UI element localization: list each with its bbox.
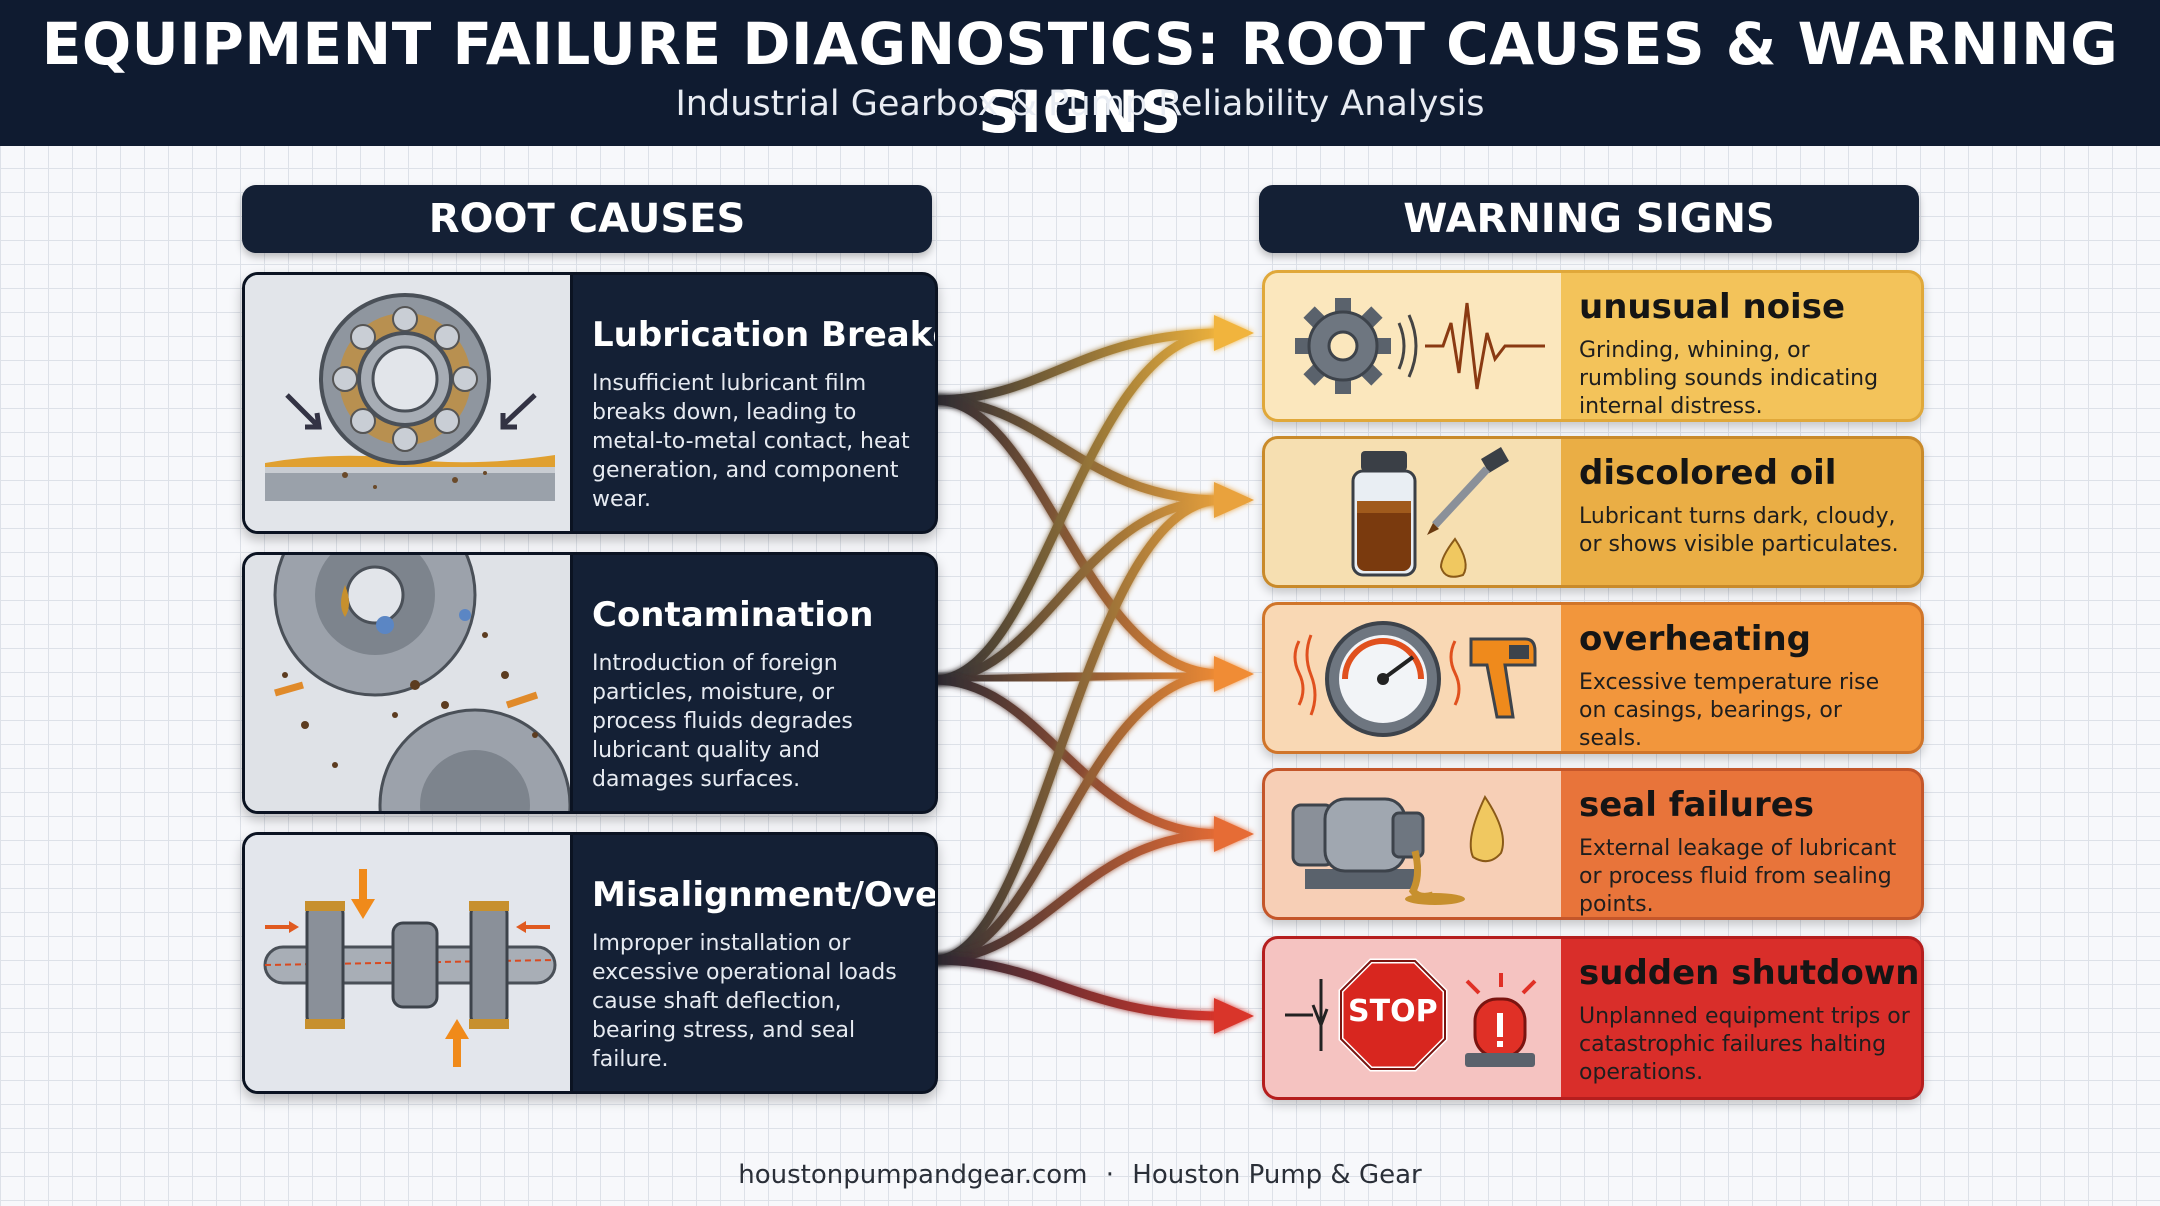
footer-company: Houston Pump & Gear — [1132, 1160, 1422, 1190]
oil-sample-icon — [1265, 439, 1561, 585]
sign-description: Grinding, whining, or rumbling sounds in… — [1579, 338, 1879, 419]
root-causes-header: ROOT CAUSES — [242, 185, 932, 253]
connector-1-0 — [929, 328, 1227, 685]
cause-title: Lubrication Breakdown — [592, 315, 935, 355]
footer-website: houstonpumpandgear.com — [738, 1160, 1088, 1190]
cause-card-misalignment-overload: Misalignment/Overload Improper installat… — [242, 832, 938, 1094]
connector-1-2 — [929, 669, 1227, 685]
sign-card-discolored-oil: discolored oil Lubricant turns dark, clo… — [1262, 436, 1924, 588]
sign-title: seal failures — [1579, 785, 1815, 825]
connector-2-1 — [929, 495, 1227, 965]
cause-title: Contamination — [592, 595, 874, 635]
page-subtitle: Industrial Gearbox & Pump Reliability An… — [675, 84, 1485, 124]
sign-description: Lubricant turns dark, cloudy, or shows v… — [1579, 504, 1899, 557]
connector-1-3 — [929, 675, 1227, 839]
temperature-gauge-icon — [1265, 605, 1561, 751]
sign-card-seal-failures: seal failures External leakage of lubric… — [1262, 768, 1924, 920]
leaking-pump-icon — [1265, 771, 1561, 917]
ball-bearing-icon — [245, 275, 573, 531]
connector-1-1 — [929, 495, 1227, 685]
cause-card-lubrication-breakdown: Lubrication Breakdown Insufficient lubri… — [242, 272, 938, 534]
sign-title: discolored oil — [1579, 453, 1837, 493]
connector-2-4 — [929, 955, 1227, 1021]
sign-card-sudden-shutdowns: STOP sudden shutdowns Unplanned equipmen… — [1262, 936, 1924, 1100]
sign-title: overheating — [1579, 619, 1812, 659]
cause-description: Introduction of foreign particles, moist… — [592, 651, 853, 792]
sign-description: Excessive temperature rise on casings, b… — [1579, 670, 1880, 751]
footer-separator: · — [1105, 1160, 1115, 1190]
sign-title: unusual noise — [1579, 287, 1846, 327]
cause-title: Misalignment/Overload — [592, 875, 938, 915]
sign-card-unusual-noise: unusual noise Grinding, whining, or rumb… — [1262, 270, 1924, 422]
cause-description: Improper installation or excessive opera… — [592, 931, 897, 1072]
arrowhead-4 — [1214, 998, 1254, 1034]
sign-description: External leakage of lubricant or process… — [1579, 836, 1897, 917]
arrowhead-1 — [1214, 482, 1254, 518]
cause-card-contamination: Contamination Introduction of foreign pa… — [242, 552, 938, 814]
cause-description: Insufficient lubricant film breaks down,… — [592, 371, 910, 512]
meshing-gears-icon — [245, 555, 573, 811]
stop-sign-icon: STOP — [1265, 939, 1561, 1097]
sign-card-overheating: overheating Excessive temperature rise o… — [1262, 602, 1924, 754]
stop-sign-label: STOP — [1348, 994, 1438, 1029]
page-title: EQUIPMENT FAILURE DIAGNOSTICS: ROOT CAUS… — [41, 10, 2119, 146]
sign-title: sudden shutdowns — [1579, 953, 1924, 993]
arrowhead-2 — [1214, 656, 1254, 692]
connector-0-2 — [929, 395, 1227, 679]
header-banner: EQUIPMENT FAILURE DIAGNOSTICS: ROOT CAUS… — [0, 0, 2160, 146]
connector-0-1 — [929, 395, 1227, 505]
arrowhead-3 — [1214, 816, 1254, 852]
arrowhead-0 — [1214, 315, 1254, 351]
gear-soundwave-icon — [1265, 273, 1561, 419]
sign-description: Unplanned equipment trips or catastrophi… — [1579, 1004, 1910, 1085]
warning-signs-header: WARNING SIGNS — [1259, 185, 1919, 253]
connector-0-0 — [929, 328, 1227, 405]
misaligned-shaft-icon — [245, 835, 573, 1091]
connector-2-3 — [929, 829, 1227, 965]
connector-2-2 — [929, 669, 1227, 965]
footer: houstonpumpandgear.com · Houston Pump & … — [0, 1160, 2160, 1190]
